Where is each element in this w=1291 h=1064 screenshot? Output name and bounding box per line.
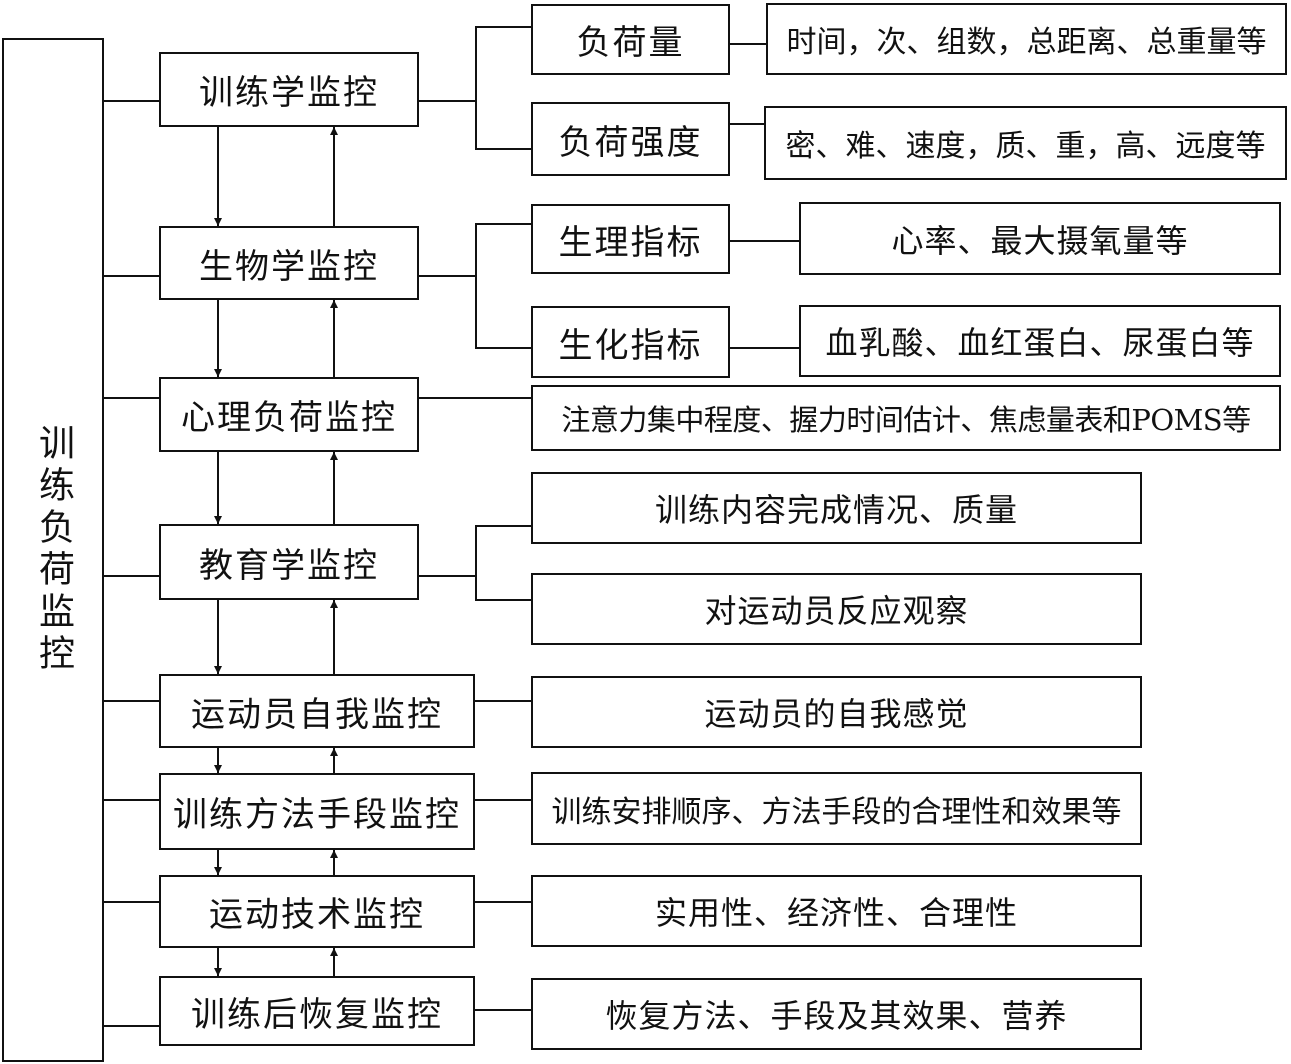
monitor-box-technique: 运动技术监控 xyxy=(159,875,475,948)
monitor-label: 运动员自我监控 xyxy=(191,694,443,735)
monitor-box-athlete-self: 运动员自我监控 xyxy=(159,674,475,748)
desc-box-load-intensity: 密、难、速度，质、重，高、远度等 xyxy=(764,106,1287,180)
monitor-box-recovery: 训练后恢复监控 xyxy=(159,976,475,1046)
detail-box-physiology: 生理指标 xyxy=(531,204,730,274)
bracket-m1-top xyxy=(475,223,532,276)
monitor-label: 运动技术监控 xyxy=(209,895,425,935)
desc-text: 时间，次、组数，总距离、总重量等 xyxy=(786,25,1267,60)
desc-text: 训练内容完成情况、质量 xyxy=(654,491,1018,529)
monitor-box-education: 教育学监控 xyxy=(159,524,419,600)
desc-box-method: 训练安排顺序、方法手段的合理性和效果等 xyxy=(531,772,1142,845)
detail-label: 生化指标 xyxy=(558,325,703,366)
detail-box-biochemistry: 生化指标 xyxy=(531,306,730,378)
monitor-label: 训练学监控 xyxy=(199,73,379,113)
monitor-box-method: 训练方法手段监控 xyxy=(159,773,475,850)
bracket-m3-bottom xyxy=(475,576,532,601)
monitor-box-biology: 生物学监控 xyxy=(159,226,419,300)
bracket-m0-bottom xyxy=(475,101,532,150)
detail-label: 负荷强度 xyxy=(558,122,703,163)
root-label: 训练负荷监控 xyxy=(33,424,74,676)
bracket-m0-top xyxy=(475,26,532,101)
desc-text: 血乳酸、血红蛋白、尿蛋白等 xyxy=(825,324,1255,362)
desc-box-education-2: 对运动员反应观察 xyxy=(531,573,1142,645)
monitor-box-training: 训练学监控 xyxy=(159,52,419,127)
desc-text: 恢复方法、手段及其效果、营养 xyxy=(605,997,1068,1035)
monitor-label: 心理负荷监控 xyxy=(181,398,397,438)
monitor-label: 生物学监控 xyxy=(199,246,379,287)
desc-text: 密、难、速度，质、重，高、远度等 xyxy=(785,129,1266,164)
monitor-label: 教育学监控 xyxy=(199,545,379,586)
desc-box-recovery: 恢复方法、手段及其效果、营养 xyxy=(531,978,1142,1050)
monitor-label: 训练后恢复监控 xyxy=(191,994,443,1035)
monitor-box-psychology: 心理负荷监控 xyxy=(159,377,419,452)
desc-box-biochemistry: 血乳酸、血红蛋白、尿蛋白等 xyxy=(799,305,1281,377)
detail-box-load-volume: 负荷量 xyxy=(531,4,730,75)
desc-box-psychology: 注意力集中程度、握力时间估计、焦虑量表和POMS等 xyxy=(531,385,1281,451)
detail-box-load-intensity: 负荷强度 xyxy=(531,102,730,176)
desc-text: 实用性、经济性、合理性 xyxy=(654,894,1018,932)
bracket-m1-bottom xyxy=(475,276,532,349)
desc-box-education-1: 训练内容完成情况、质量 xyxy=(531,472,1142,544)
monitor-label: 训练方法手段监控 xyxy=(173,795,461,835)
desc-text: 注意力集中程度、握力时间估计、焦虑量表和POMS等 xyxy=(561,403,1251,437)
bracket-m3-top xyxy=(475,525,532,576)
desc-text: 对运动员反应观察 xyxy=(704,592,969,630)
root-box: 训练负荷监控 xyxy=(2,38,104,1062)
desc-box-physiology: 心率、最大摄氧量等 xyxy=(799,202,1281,275)
desc-box-athlete-self: 运动员的自我感觉 xyxy=(531,676,1142,748)
detail-label: 负荷量 xyxy=(576,23,685,63)
desc-box-load-volume: 时间，次、组数，总距离、总重量等 xyxy=(766,3,1287,75)
desc-text: 运动员的自我感觉 xyxy=(704,695,969,733)
detail-label: 生理指标 xyxy=(558,222,703,263)
desc-text: 训练安排顺序、方法手段的合理性和效果等 xyxy=(551,794,1122,830)
desc-text: 心率、最大摄氧量等 xyxy=(891,221,1189,260)
desc-box-technique: 实用性、经济性、合理性 xyxy=(531,875,1142,947)
